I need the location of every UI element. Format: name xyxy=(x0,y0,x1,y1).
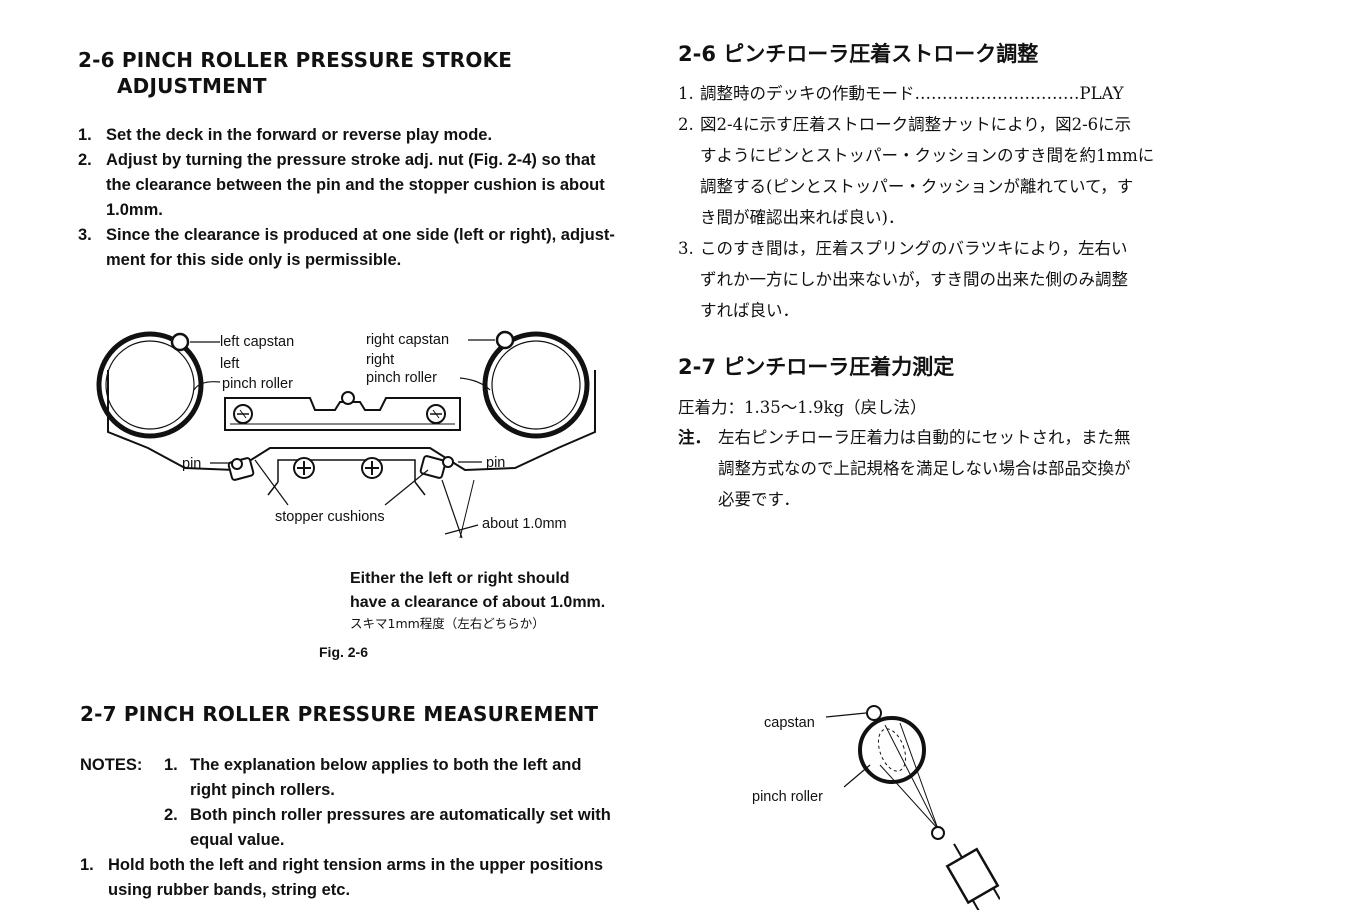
note-line: Both pinch roller pressures are automati… xyxy=(190,806,611,824)
jp-item-line: ずれか一方にしか出来ないが，すき間の出来た側のみ調整 xyxy=(700,270,1129,289)
jp-item-line: このすき間は，圧着スプリングのバラツキにより，左右い xyxy=(700,239,1128,258)
step-line: Set the deck in the forward or reverse p… xyxy=(106,126,493,144)
jp-item-number: 3. xyxy=(678,239,694,258)
jp-section-2-6-items: 1. 調整時のデッキの作動モード…………………………PLAY 2. 図2-4に示す圧着… xyxy=(678,78,1218,326)
note-number: 1. xyxy=(164,756,178,774)
label-pin-left: pin xyxy=(182,456,201,472)
left-pinch-roller xyxy=(96,331,204,439)
figure-capstan-diagram: capstan pinch roller xyxy=(752,705,1000,910)
note-line: right pinch rollers. xyxy=(190,781,335,799)
label-about: about 1.0mm xyxy=(482,516,567,532)
step-line: 1.0mm. xyxy=(106,201,163,219)
label-right-1: right xyxy=(366,352,394,368)
label-pin-right: pin xyxy=(486,455,505,471)
step-item: 3. Since the clearance is produced at one… xyxy=(78,223,638,273)
caption-line-1: Either the left or right should xyxy=(350,570,570,587)
step-line: Since the clearance is produced at one s… xyxy=(106,226,615,244)
notes-block: NOTES: 1. The explanation below applies t… xyxy=(80,753,640,903)
jp-item: 2. 図2-4に示す圧着ストローク調整ナットにより，図2-6に示すようにピンとスト… xyxy=(678,109,1218,233)
jp-item-line: き間が確認出来れば良い)． xyxy=(700,208,905,227)
right-stopper-cushion xyxy=(419,455,447,479)
figure-caption: Either the left or right should have a c… xyxy=(350,567,605,615)
jp-item: 3. このすき間は，圧着スプリングのバラツキにより，左右いずれか一方にしか出来ない… xyxy=(678,233,1218,326)
jp-item-number: 1. xyxy=(678,84,694,103)
step-line: the clearance between the pin and the st… xyxy=(106,176,605,194)
jp-item-line: 調整時のデッキの作動モード…………………………PLAY xyxy=(700,84,1124,103)
right-pin xyxy=(442,456,454,468)
note-line: The explanation below applies to both th… xyxy=(190,756,582,774)
step-line: Adjust by turning the pressure stroke ad… xyxy=(106,151,596,169)
label-stopper-cushions: stopper cushions xyxy=(275,509,385,525)
jp-note-line: 必要です． xyxy=(718,490,800,509)
jp-section-2-7-heading: 2-7 ピンチローラ圧着力測定 xyxy=(678,355,955,379)
base-plate-outline xyxy=(107,370,596,472)
label-left-pinch-roller: pinch roller xyxy=(222,376,293,392)
section-2-7-steps: 1. Hold both the left and right tension a… xyxy=(80,853,640,903)
label-right-capstan: right capstan xyxy=(366,332,449,348)
section-number: 2-6 xyxy=(78,48,115,72)
jp-note-lines: 左右ピンチローラ圧着力は自動的にセットされ，また無調整方式なので上記規格を満足し… xyxy=(718,422,1218,515)
step-number: 1. xyxy=(80,856,94,874)
note-item: 1. The explanation below applies to both … xyxy=(164,753,644,803)
pinch-roller-circle xyxy=(858,716,926,784)
step-number: 2. xyxy=(78,151,92,169)
section-2-6-heading: 2-6 PINCH ROLLER PRESSURE STROKE xyxy=(78,47,512,73)
tension-gauge xyxy=(945,843,1000,910)
jp-note: 注． 左右ピンチローラ圧着力は自動的にセットされ，また無調整方式なので上記規格を… xyxy=(678,422,1218,515)
caption-jp: スキマ1mm程度（左右どちらか） xyxy=(350,616,545,631)
left-pin xyxy=(231,458,243,470)
label-left-1: left xyxy=(220,356,239,372)
step-line: using rubber bands, string etc. xyxy=(108,881,351,899)
jp-note-line: 調整方式なので上記規格を満足しない場合は部品交換が xyxy=(718,459,1131,478)
label-right-pinch-roller: pinch roller xyxy=(366,370,437,386)
caption-line-2: have a clearance of about 1.0mm. xyxy=(350,594,606,611)
jp-item-line: すようにピンとストッパー・クッションのすき間を約1mmに xyxy=(700,146,1155,165)
jp-note-label: 注． xyxy=(678,428,711,447)
left-capstan xyxy=(170,332,190,352)
label-pinch-roller: pinch roller xyxy=(752,789,823,805)
right-capstan xyxy=(495,330,515,350)
section-2-7-heading: 2-7 PINCH ROLLER PRESSURE MEASUREMENT xyxy=(80,701,598,727)
jp-spec: 圧着力：1.35～1.9kg（戻し法） xyxy=(678,398,927,417)
label-capstan: capstan xyxy=(764,715,815,731)
notes-list: 1. The explanation below applies to both … xyxy=(164,753,644,853)
note-line: equal value. xyxy=(190,831,285,849)
capstan-circle xyxy=(866,705,882,721)
label-left-capstan: left capstan xyxy=(220,334,294,350)
note-number: 2. xyxy=(164,806,178,824)
jp-item: 1. 調整時のデッキの作動モード…………………………PLAY xyxy=(678,78,1218,109)
section-number: 2-7 xyxy=(80,702,117,726)
step-line: Hold both the left and right tension arm… xyxy=(108,856,603,874)
jp-item-line: すれば良い． xyxy=(700,301,799,320)
jp-note-line: 左右ピンチローラ圧着力は自動的にセットされ，また無 xyxy=(718,428,1131,447)
section-2-6-steps: 1. Set the deck in the forward or reverse… xyxy=(78,123,638,273)
section-title: PINCH ROLLER PRESSURE MEASUREMENT xyxy=(123,702,599,726)
note-item: 2. Both pinch roller pressures are automa… xyxy=(164,803,644,853)
jp-item-line: 図2-4に示す圧着ストローク調整ナットにより，図2-6に示 xyxy=(700,115,1132,134)
jp-item-number: 2. xyxy=(678,115,694,134)
lower-bracket xyxy=(277,459,416,482)
hook-circle xyxy=(931,826,945,840)
jp-section-2-6-heading: 2-6 ピンチローラ圧着ストローク調整 xyxy=(678,42,1039,66)
section-2-6-heading-line2: ADJUSTMENT xyxy=(117,74,267,98)
step-item: 1. Hold both the left and right tension a… xyxy=(80,853,640,903)
step-number: 3. xyxy=(78,226,92,244)
step-number: 1. xyxy=(78,126,92,144)
figure-2-6-diagram: left capstan left pinch roller right cap… xyxy=(96,330,596,539)
step-item: 1. Set the deck in the forward or reverse… xyxy=(78,123,638,148)
figure-label: Fig. 2-6 xyxy=(319,644,369,660)
notes-label: NOTES: xyxy=(80,756,143,774)
right-pinch-roller xyxy=(482,331,590,439)
section-title-line1: PINCH ROLLER PRESSURE STROKE xyxy=(121,48,513,72)
central-bracket xyxy=(224,397,461,431)
step-item: 2. Adjust by turning the pressure stroke … xyxy=(78,148,638,223)
jp-item-line: 調整する(ピンとストッパー・クッションが離れていて，す xyxy=(700,177,1134,196)
step-line: ment for this side only is permissible. xyxy=(106,251,402,269)
